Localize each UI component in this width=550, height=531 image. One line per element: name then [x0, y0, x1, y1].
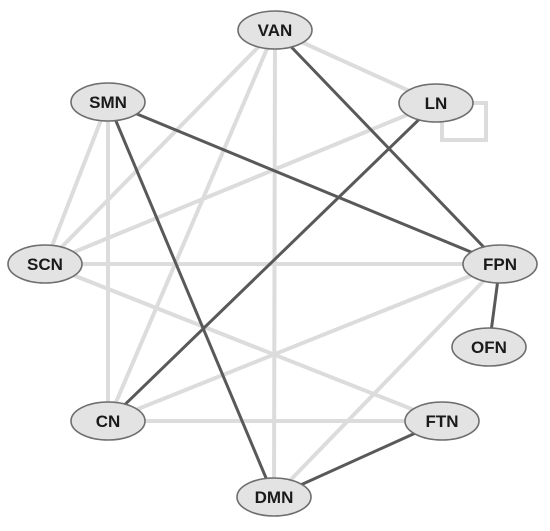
node-smn: SMN — [70, 82, 146, 122]
node-ellipse — [237, 10, 313, 50]
node-label: FPN — [483, 255, 517, 274]
node-ellipse — [404, 401, 480, 441]
node-ellipse — [236, 477, 312, 517]
edge-ln-cn — [106, 101, 438, 423]
self-loop-ln — [440, 101, 488, 142]
node-label: SMN — [89, 93, 127, 112]
node-van: VAN — [237, 10, 313, 50]
node-ellipse — [70, 401, 146, 441]
edge-van-scn — [43, 28, 277, 266]
node-ellipse — [398, 83, 474, 123]
nodes-layer: VAN LN SMN SCN FPN OFN CN FTN DMN — [7, 10, 538, 517]
edge-smn-scn — [43, 100, 110, 266]
node-ellipse — [451, 327, 527, 367]
node-ellipse — [70, 82, 146, 122]
node-label: OFN — [471, 338, 507, 357]
node-label: CN — [96, 412, 121, 431]
node-label: VAN — [258, 21, 293, 40]
node-label: FTN — [425, 412, 458, 431]
node-label: LN — [425, 94, 448, 113]
node-ellipse — [7, 244, 83, 284]
node-fpn: FPN — [462, 244, 538, 284]
edge-fpn-cn — [106, 262, 502, 423]
node-ftn: FTN — [404, 401, 480, 441]
node-label: DMN — [255, 488, 294, 507]
node-ln: LN — [398, 83, 474, 123]
edge-van-fpn — [273, 28, 502, 266]
node-ofn: OFN — [451, 327, 527, 367]
node-scn: SCN — [7, 244, 83, 284]
node-label: SCN — [27, 255, 63, 274]
node-cn: CN — [70, 401, 146, 441]
edge-smn-dmn — [106, 100, 276, 499]
node-ellipse — [462, 244, 538, 284]
edge-fpn-dmn — [272, 262, 502, 499]
edge-ln-scn — [43, 101, 438, 266]
edge-smn-fpn — [106, 100, 502, 266]
edge-van-cn — [106, 28, 277, 423]
node-dmn: DMN — [236, 477, 312, 517]
